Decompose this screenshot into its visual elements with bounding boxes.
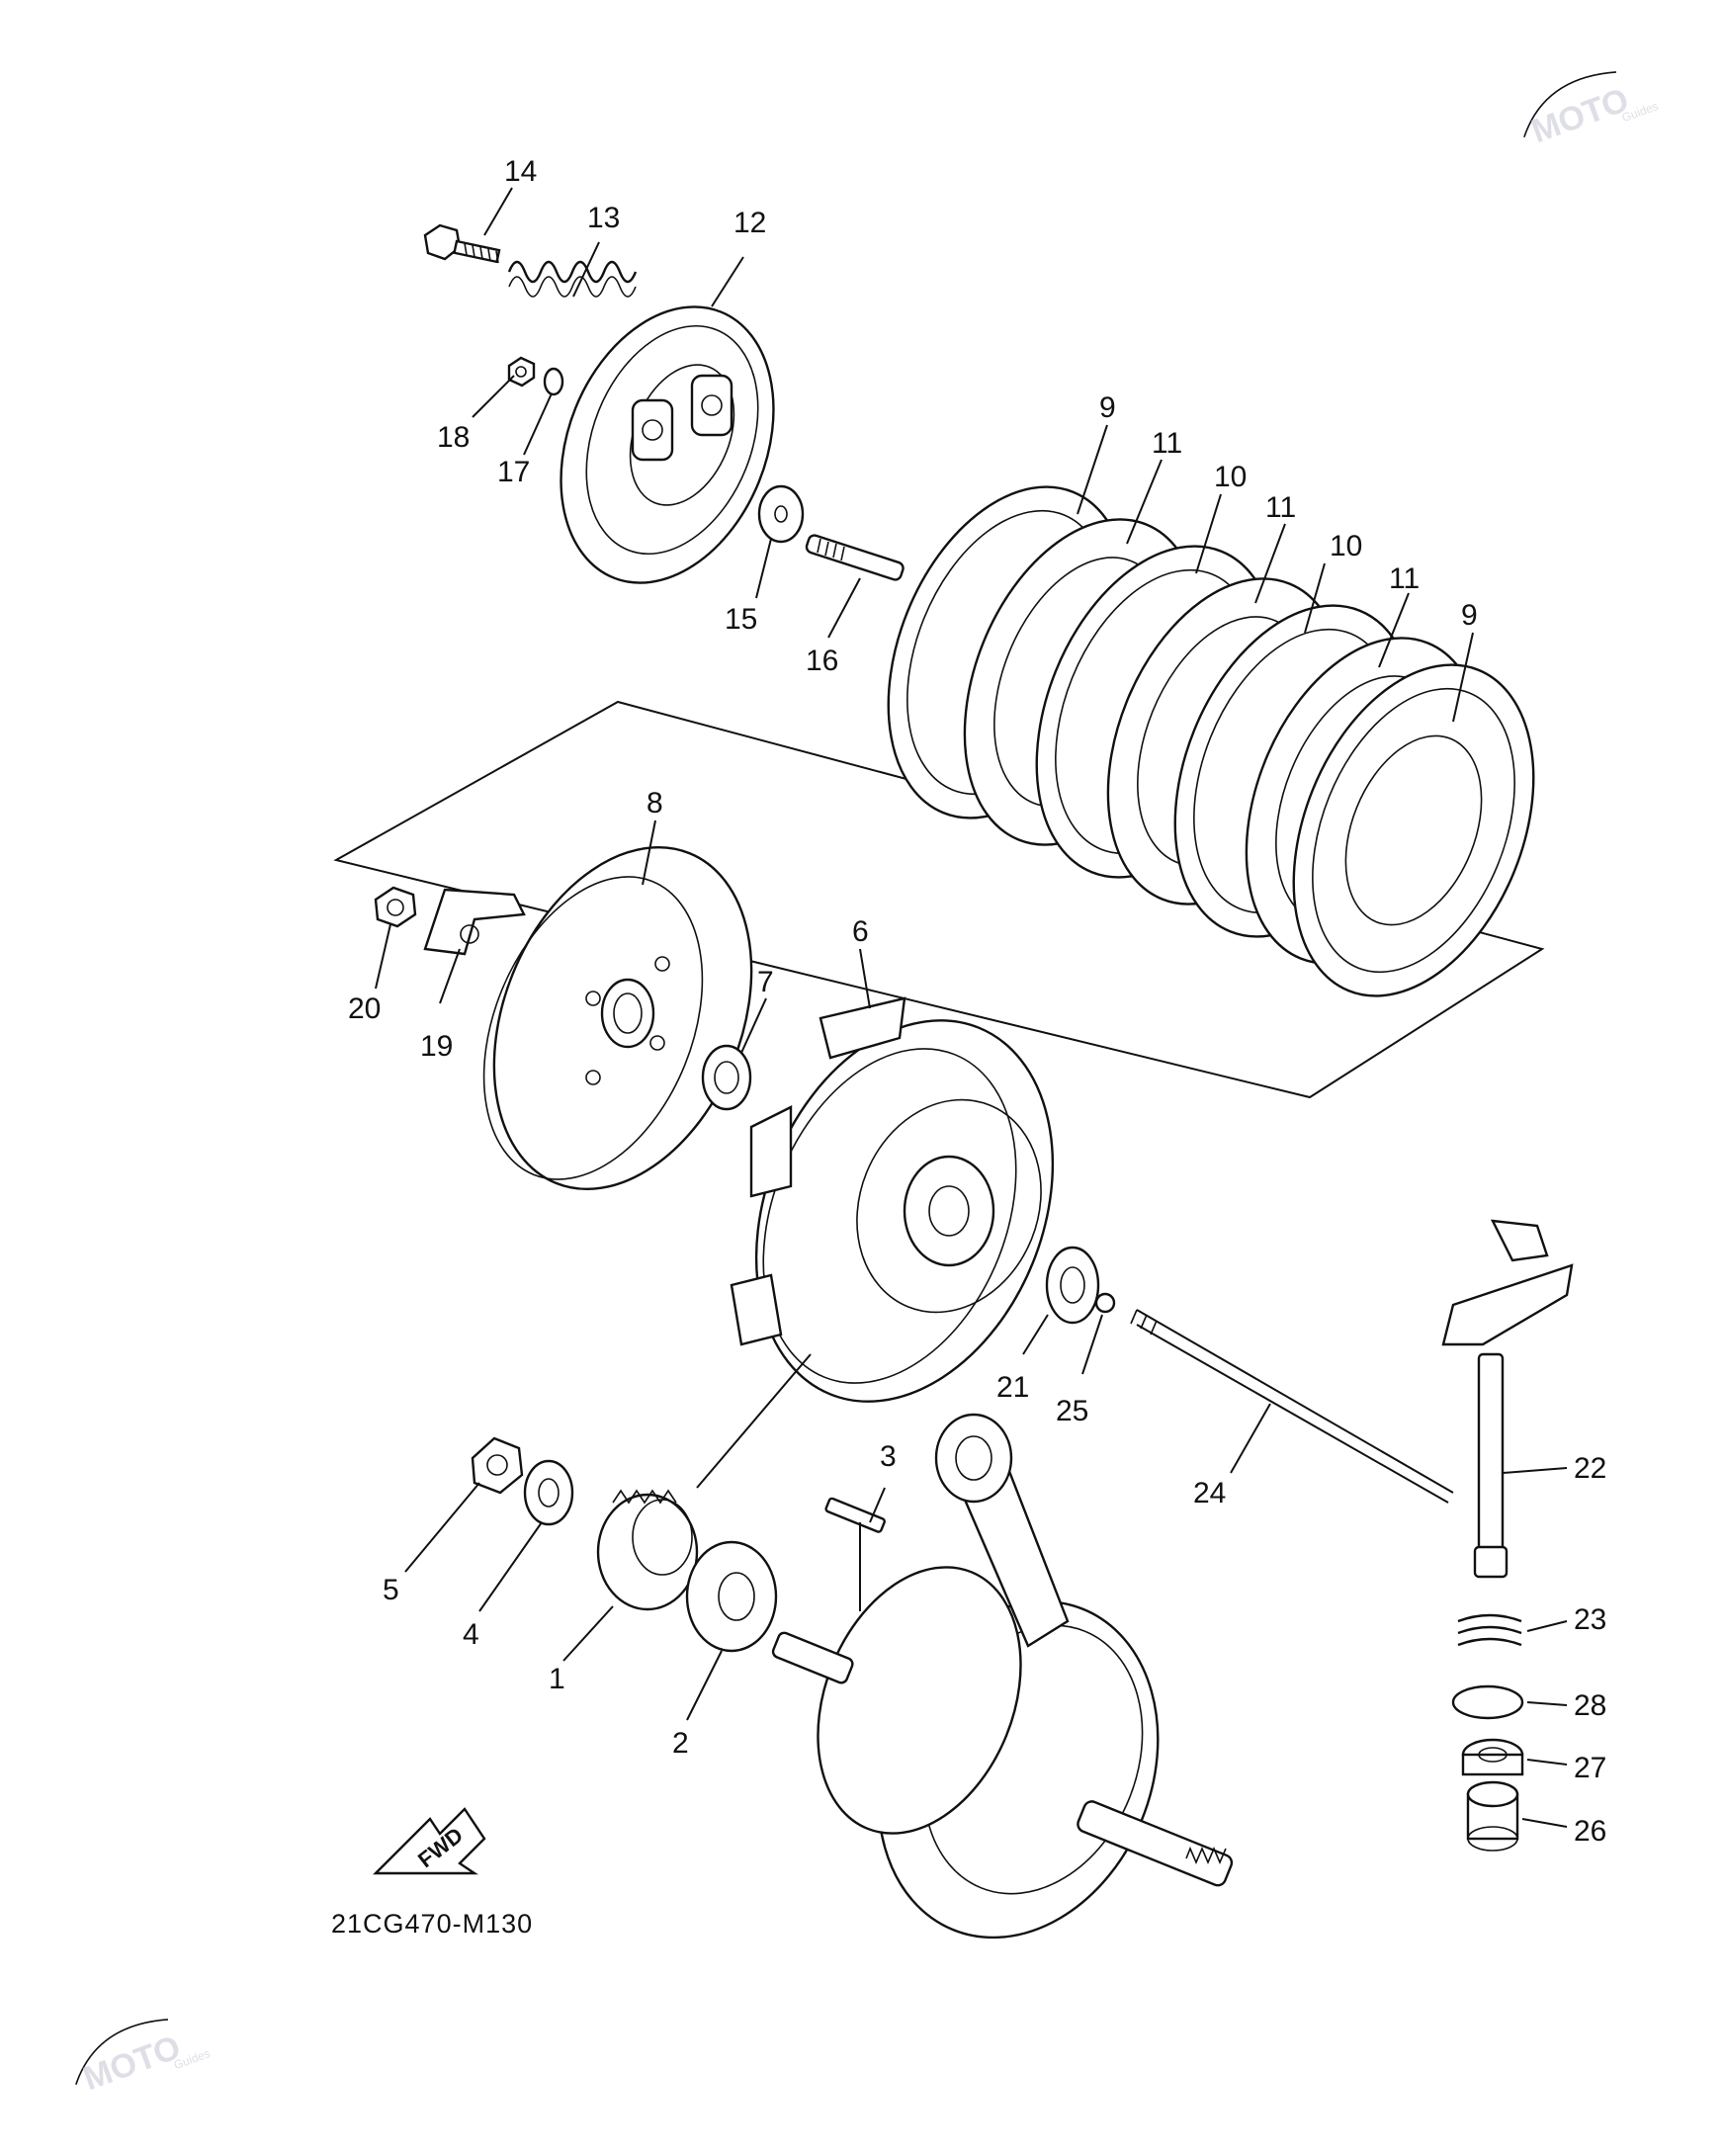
callout-11-b: 11	[1265, 491, 1296, 524]
callout-labels: 14 13 12 18 17 15 16 9 11 10 11 10 11 9 …	[348, 155, 1606, 1848]
callout-22: 22	[1574, 1452, 1606, 1485]
part-1-primary-drive-gear	[596, 1489, 699, 1611]
part-19-lock-washer	[423, 888, 526, 956]
callout-6: 6	[852, 915, 869, 948]
callout-9-bottom: 9	[1461, 599, 1478, 632]
callout-23: 23	[1574, 1603, 1606, 1636]
fwd-arrow-icon: FWD	[373, 1807, 486, 1875]
reference-code: 21CG470-M130	[331, 1909, 533, 1939]
part-5-nut	[471, 1436, 524, 1495]
watermark-text: MOTO	[78, 2028, 185, 2098]
callout-12: 12	[733, 207, 766, 239]
callout-14: 14	[504, 155, 537, 188]
part-12-pressure-plate	[560, 305, 775, 584]
part-22-push-lever-axle	[1441, 1219, 1574, 1579]
callout-8: 8	[646, 787, 663, 819]
callout-1: 1	[549, 1663, 565, 1695]
callout-20: 20	[348, 992, 381, 1025]
part-25-ball	[1094, 1292, 1116, 1314]
part-17-washer	[543, 367, 564, 396]
callout-11-a: 11	[1152, 427, 1182, 460]
assembly-outline	[333, 700, 1545, 1099]
callout-19: 19	[420, 1030, 453, 1063]
callout-7: 7	[757, 966, 774, 998]
callout-11-c: 11	[1389, 562, 1420, 595]
part-28-circlip	[1451, 1684, 1524, 1720]
part-16-push-rod	[805, 534, 905, 581]
part-13-spring	[507, 260, 638, 298]
part-15-cap	[757, 484, 805, 544]
part-2-spacer	[685, 1540, 778, 1653]
callout-17: 17	[497, 456, 530, 488]
part-24-push-rod	[1130, 1309, 1454, 1504]
callout-10-b: 10	[1330, 530, 1362, 562]
watermark-logo-top: MOTO Guides	[1523, 71, 1660, 150]
watermark-text: MOTO	[1526, 81, 1633, 150]
part-6-clutch-housing	[730, 996, 1055, 1403]
callout-16: 16	[806, 645, 838, 677]
callout-18: 18	[437, 421, 470, 454]
part-27-oil-seal	[1461, 1738, 1524, 1776]
part-23-spring	[1457, 1613, 1522, 1647]
callout-3: 3	[880, 1440, 897, 1473]
part-9-friction-plate-b	[1292, 663, 1535, 997]
callout-26: 26	[1574, 1815, 1606, 1848]
part-21-washer	[1045, 1246, 1100, 1325]
callout-21: 21	[996, 1371, 1029, 1404]
callout-24: 24	[1193, 1477, 1226, 1509]
callout-2: 2	[672, 1727, 689, 1760]
part-14-bolt	[423, 223, 501, 264]
callout-25: 25	[1056, 1395, 1088, 1427]
callout-9-top: 9	[1099, 391, 1116, 424]
part-26-bearing	[1466, 1780, 1519, 1852]
callout-28: 28	[1574, 1689, 1606, 1722]
part-20-nut	[374, 886, 417, 928]
callout-4: 4	[463, 1618, 479, 1651]
part-3-key	[824, 1497, 886, 1533]
callout-27: 27	[1574, 1752, 1606, 1784]
crankshaft-assembly	[771, 1413, 1234, 1940]
part-4-washer	[523, 1459, 574, 1526]
part-18-nut	[507, 356, 536, 388]
part-8-primary-driven-gear	[482, 845, 753, 1191]
callout-10-a: 10	[1214, 461, 1247, 493]
callout-15: 15	[725, 603, 757, 636]
callout-13: 13	[587, 202, 620, 234]
callout-5: 5	[383, 1574, 399, 1606]
leader-lines	[375, 187, 1568, 1828]
watermark-logo-bottom: MOTO Guides	[75, 2019, 212, 2098]
part-7-washer	[701, 1044, 752, 1111]
